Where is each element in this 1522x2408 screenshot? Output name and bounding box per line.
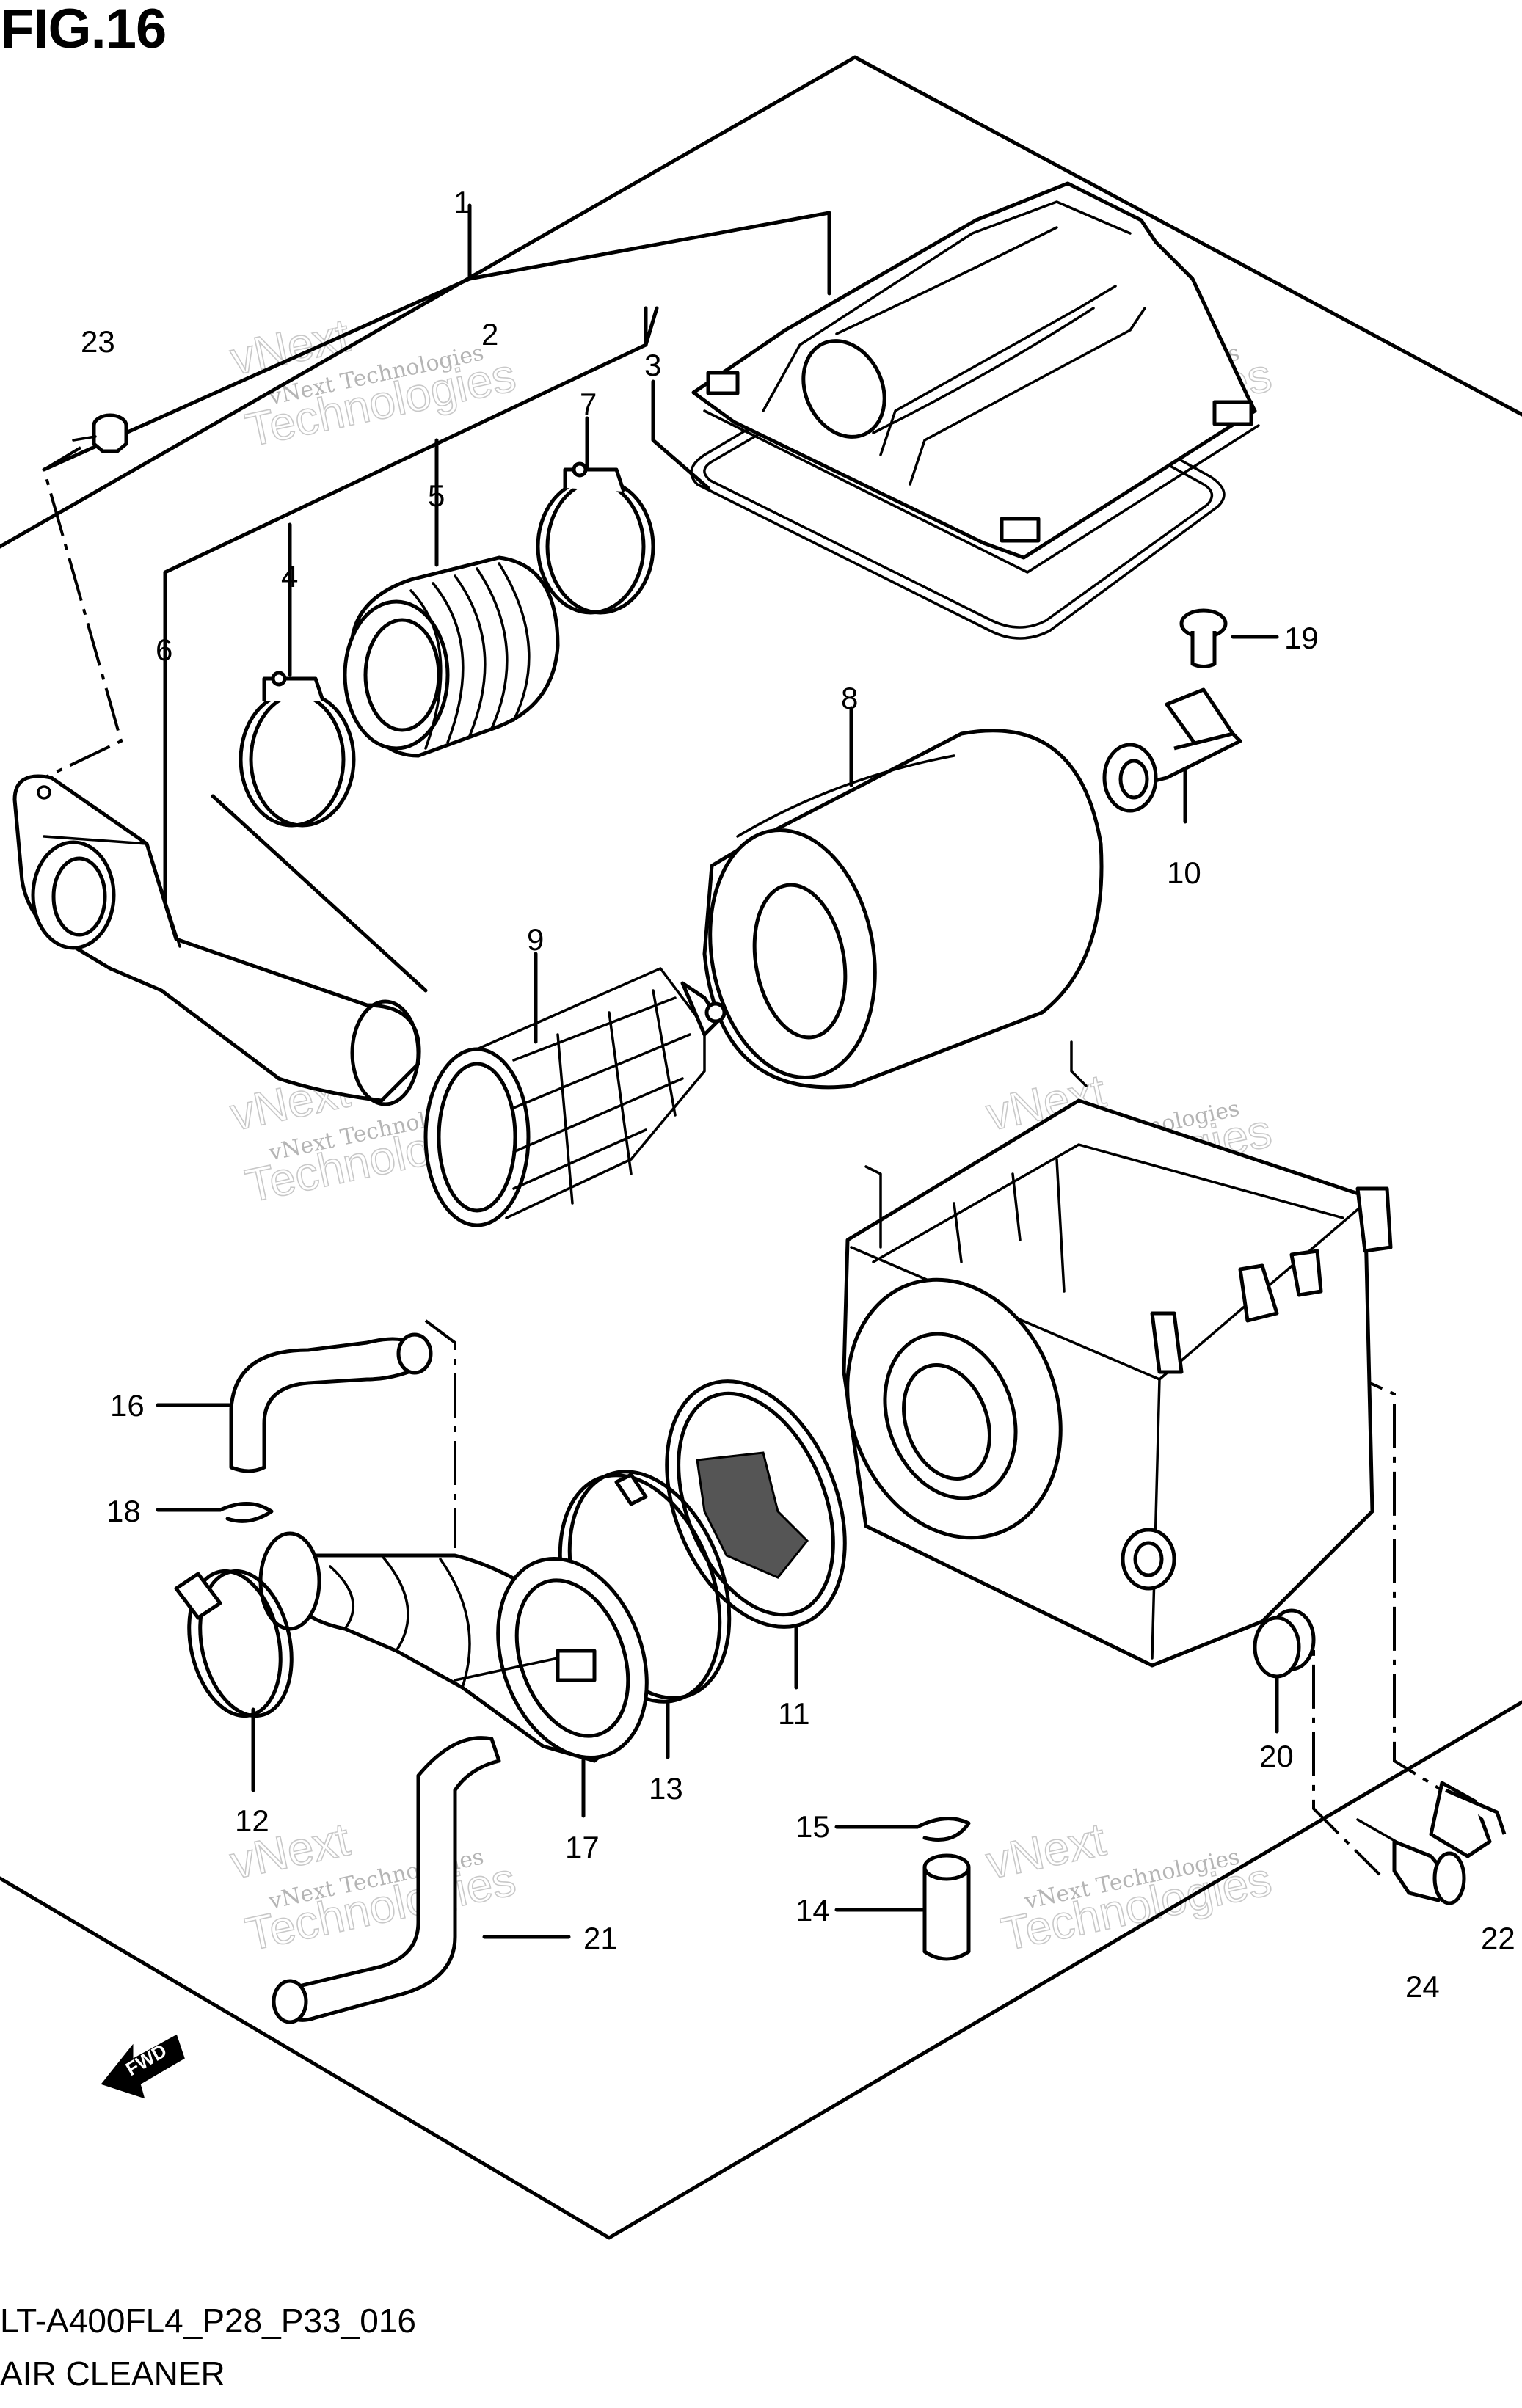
part-7-clamp [536, 461, 655, 615]
part-10-bracket [1102, 687, 1242, 813]
part-1-cover-ridge2 [879, 285, 1117, 456]
part-15-clip [915, 1817, 971, 1842]
assembly-frame-bottom [0, 1700, 1522, 2240]
part-1-cover-latch [706, 371, 740, 395]
part-1-cover-ridge [762, 200, 1132, 412]
alignment-line-23 [42, 446, 123, 779]
assembly-name: AIR CLEANER [0, 2354, 225, 2393]
part-number-label: 10 [1167, 855, 1201, 890]
part-21-hose [272, 1736, 501, 2024]
part-23-rivet [72, 413, 128, 453]
part-8-filter [702, 729, 1104, 1090]
part-number-label: 11 [778, 1696, 810, 1731]
part-20-grommet [1253, 1608, 1316, 1679]
part-number-label: 19 [1284, 621, 1319, 655]
part-1-cover-edge [703, 409, 1260, 574]
bracket-part-2b [644, 306, 659, 347]
part-17-nipple [556, 1649, 597, 1682]
part-1-cover-ridge3 [909, 307, 1146, 486]
part-18-clip [218, 1502, 274, 1523]
part-number-label: 16 [110, 1388, 145, 1423]
part-14-hose [922, 1853, 971, 1961]
part-number-label: 18 [106, 1494, 141, 1528]
part-number-label: 8 [841, 681, 858, 715]
part-13-clamp [558, 1470, 732, 1704]
part-number-label: 15 [795, 1809, 830, 1844]
part-number-label: 21 [583, 1921, 618, 1955]
part-1-cover-latch [1212, 400, 1253, 426]
part-number-label: 24 [1405, 1969, 1440, 2004]
part-1-cover-duct [835, 226, 1058, 335]
part-number-label: 4 [281, 559, 298, 594]
leader-6 [211, 794, 428, 993]
part-19-screw [1179, 608, 1228, 668]
part-11-screen [665, 1379, 847, 1629]
part-number-label: 3 [644, 348, 661, 382]
part-number-label: 17 [565, 1830, 600, 1864]
assembly-frame [0, 55, 1522, 549]
part-1-cover [691, 181, 1257, 560]
part-3-gasket-inner [703, 339, 1214, 629]
part-5-boot [343, 555, 560, 758]
part-number-label: 23 [81, 324, 115, 359]
part-number-label: 6 [156, 632, 172, 667]
part-17-intake-tube [258, 1531, 649, 1763]
part-4-clamp [239, 671, 356, 828]
part-number-label: 13 [649, 1771, 683, 1806]
part-24-drain [1356, 1818, 1466, 1905]
part-3-gasket [690, 326, 1226, 640]
part-number-label: 20 [1259, 1739, 1294, 1773]
part-number-label: 2 [481, 317, 498, 351]
part-number-label: 7 [580, 387, 597, 421]
part-number-label: 14 [795, 1893, 830, 1927]
watermark: vNext vNext Technologies Technologies [225, 1812, 521, 1962]
part-number-label: 5 [428, 478, 445, 513]
part-number-label: 22 [1481, 1921, 1515, 1955]
figure-title: FIG.16 [0, 0, 167, 60]
leader-3 [651, 379, 710, 490]
fwd-arrow-icon: FWD [101, 2034, 185, 2099]
part-1-cover-latch [1000, 517, 1041, 543]
part-number-label: 1 [454, 185, 470, 219]
bracket-part-1-top [467, 211, 831, 296]
part-12-clamp [174, 1569, 294, 1718]
part-1-cover-port [801, 339, 886, 439]
part-9-cage [423, 967, 727, 1227]
air-cleaner-case [842, 1040, 1393, 1668]
part-1-cover-duct2 [872, 307, 1095, 434]
part-22-bolt [1429, 1781, 1507, 1858]
drawing-code: LT-A400FL4_P28_P33_016 [0, 2302, 416, 2340]
part-16-hose [229, 1332, 433, 1473]
part-number-label: 9 [527, 922, 544, 957]
alignment-line-16 [424, 1319, 456, 1548]
part-6-intake-duct [12, 774, 421, 1106]
alignment-line-22 [1280, 1341, 1443, 1792]
part-number-label: 12 [235, 1803, 269, 1838]
